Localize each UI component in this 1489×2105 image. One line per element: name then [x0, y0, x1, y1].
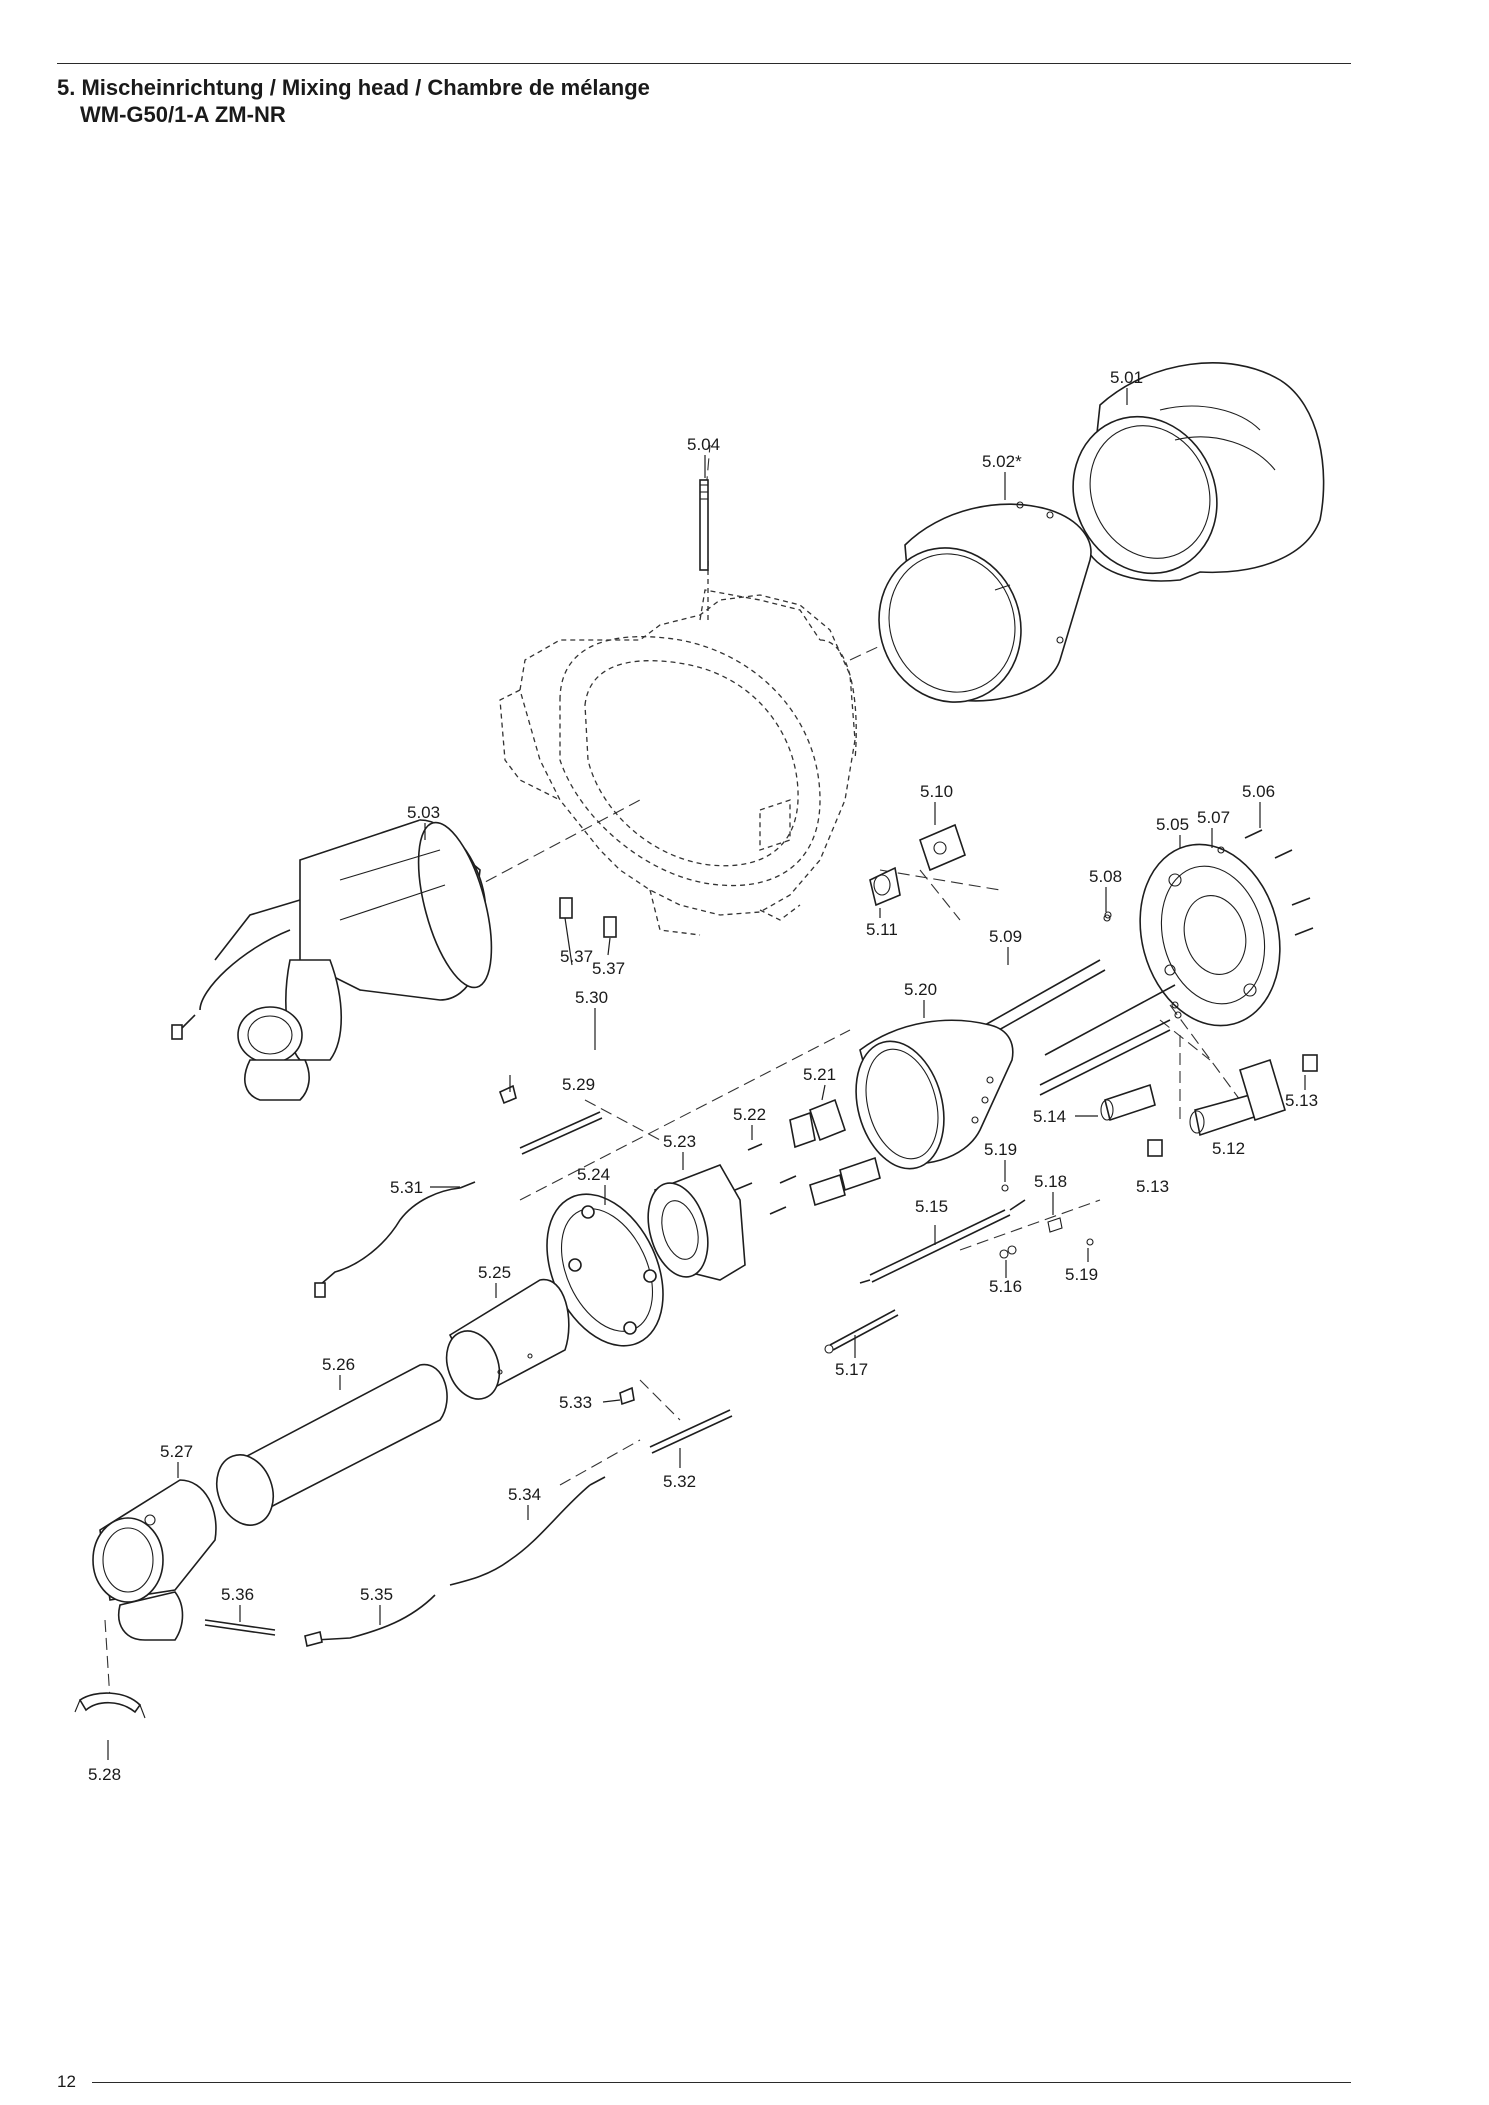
label-5-05: 5.05	[1156, 815, 1189, 834]
part-5-35-cable	[304, 1594, 436, 1647]
label-5-19a: 5.19	[984, 1140, 1017, 1159]
part-5-19-nuts	[1001, 1184, 1094, 1246]
label-5-24: 5.24	[577, 1165, 610, 1184]
label-5-20: 5.20	[904, 980, 937, 999]
label-5-06: 5.06	[1242, 782, 1275, 801]
part-5-10-holder	[919, 823, 966, 872]
part-5-25-tube	[445, 1279, 570, 1400]
part-5-37-blocks	[559, 897, 617, 938]
part-5-07-washers	[1104, 846, 1225, 919]
part-5-33-insert	[619, 1386, 635, 1406]
part-5-17-electrode	[824, 1309, 899, 1354]
label-5-31: 5.31	[390, 1178, 423, 1197]
label-5-37a: 5.37	[560, 947, 593, 966]
label-5-25: 5.25	[478, 1263, 511, 1282]
part-5-18-nipple	[1047, 1217, 1063, 1233]
label-5-23: 5.23	[663, 1132, 696, 1151]
part-5-21-tubes	[789, 1098, 881, 1207]
label-5-09: 5.09	[989, 927, 1022, 946]
part-5-28-clamp	[74, 1692, 146, 1719]
part-5-15-cable	[859, 1199, 1026, 1284]
label-5-30: 5.30	[575, 988, 608, 1007]
label-5-14: 5.14	[1033, 1107, 1066, 1126]
label-5-03: 5.03	[407, 803, 440, 822]
label-5-10: 5.10	[920, 782, 953, 801]
part-5-34-cable	[449, 1476, 606, 1586]
part-5-32-electrode	[649, 1409, 733, 1454]
part-5-02-outer-ring	[878, 501, 1092, 703]
part-5-16-fitting	[999, 1245, 1017, 1259]
label-5-29: 5.29	[562, 1075, 595, 1094]
label-5-35: 5.35	[360, 1585, 393, 1604]
label-5-17: 5.17	[835, 1360, 868, 1379]
title-line-1: 5. Mischeinrichtung / Mixing head / Cham…	[57, 75, 650, 100]
part-5-22-pins	[734, 1143, 797, 1215]
label-5-18: 5.18	[1034, 1172, 1067, 1191]
label-5-32: 5.32	[663, 1472, 696, 1491]
label-5-07: 5.07	[1197, 808, 1230, 827]
label-5-08: 5.08	[1089, 867, 1122, 886]
label-5-16: 5.16	[989, 1277, 1022, 1296]
part-5-27-head	[92, 1479, 217, 1641]
top-rule	[57, 63, 1351, 64]
part-5-23-swirl	[647, 1164, 746, 1281]
part-5-14-bushing	[1100, 1083, 1156, 1122]
part-5-01-flame-tube	[1072, 362, 1325, 582]
page-number: 12	[57, 2072, 76, 2091]
part-5-12-bracket	[1189, 1058, 1286, 1137]
label-5-19b: 5.19	[1065, 1265, 1098, 1284]
title-line-2: WM-G50/1-A ZM-NR	[80, 102, 286, 127]
part-5-20-sleeve	[855, 1019, 1014, 1170]
part-5-36-rod	[204, 1619, 276, 1636]
label-5-34: 5.34	[508, 1485, 541, 1504]
label-5-12: 5.12	[1212, 1139, 1245, 1158]
label-5-11: 5.11	[866, 920, 898, 939]
label-5-21: 5.21	[803, 1065, 836, 1084]
label-5-37b: 5.37	[592, 959, 625, 978]
part-5-26-long-tube	[215, 1363, 448, 1526]
label-5-15: 5.15	[915, 1197, 948, 1216]
label-5-13a: 5.13	[1285, 1091, 1318, 1110]
bottom-rule	[92, 2082, 1351, 2083]
label-5-28: 5.28	[88, 1765, 121, 1784]
part-5-04-stud	[699, 479, 709, 571]
part-5-24-flange-ring	[546, 1193, 664, 1347]
part-5-13-caps	[1147, 1054, 1318, 1157]
label-5-01: 5.01	[1110, 368, 1143, 387]
page-title: 5. Mischeinrichtung / Mixing head / Cham…	[57, 74, 650, 128]
label-5-04: 5.04	[687, 435, 720, 454]
part-5-03-gas-distributor	[171, 819, 493, 1101]
label-5-22: 5.22	[733, 1105, 766, 1124]
label-5-36: 5.36	[221, 1585, 254, 1604]
part-5-11-sleeve	[869, 866, 901, 907]
housing-outline	[499, 560, 857, 936]
part-5-09-rods	[984, 914, 1182, 1096]
leader-lines	[107, 388, 1306, 1760]
label-5-27: 5.27	[160, 1442, 193, 1461]
part-labels: 5.01 5.02* 5.04 5.03 5.06 5.07 5.05 5.08…	[88, 368, 1318, 1784]
label-5-33: 5.33	[559, 1393, 592, 1412]
part-5-29-electrode	[519, 1111, 603, 1155]
part-5-31-cable	[314, 1181, 476, 1298]
part-5-05-swirl-plate	[1139, 843, 1281, 1027]
label-5-13b: 5.13	[1136, 1177, 1169, 1196]
part-5-30-tip	[498, 1084, 517, 1105]
part-5-06-screws	[1244, 829, 1314, 936]
label-5-26: 5.26	[322, 1355, 355, 1374]
label-5-02: 5.02*	[982, 452, 1022, 471]
